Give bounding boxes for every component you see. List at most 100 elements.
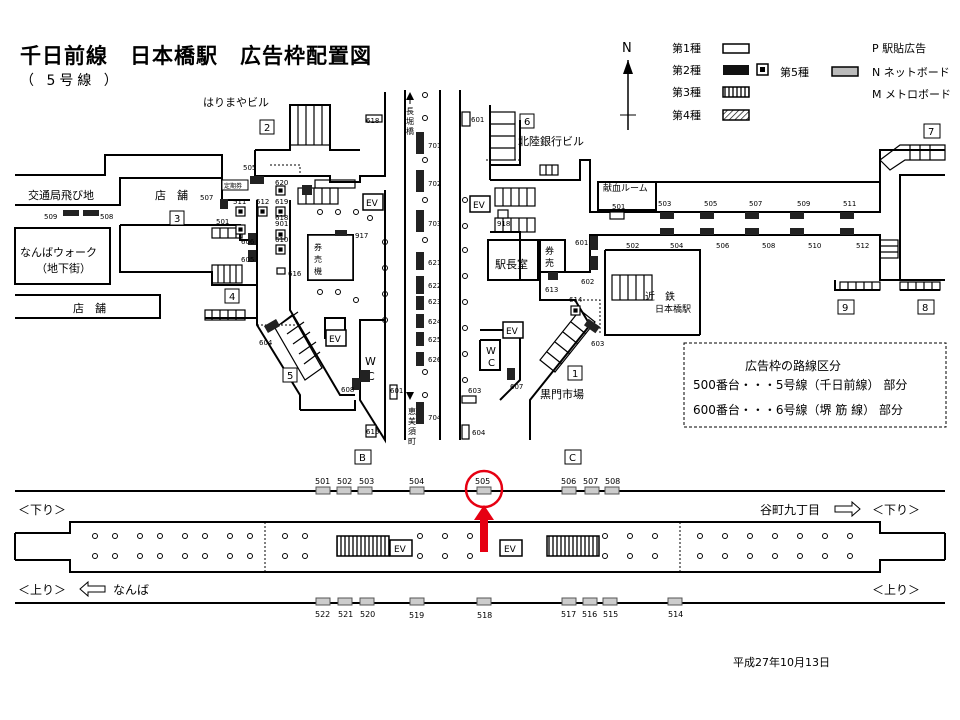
legend-code-n: N ネットボード <box>872 66 950 79</box>
place-harimaya: はりまやビル <box>203 96 269 109</box>
ad-601-right-top: 601 <box>471 116 484 124</box>
legend: N 第1種 第2種 第3種 第4種 第5種 P 駅貼広告 N ネットボード M … <box>620 41 951 130</box>
exit-3: 3 <box>174 214 180 225</box>
platform-ad-508: 508 <box>605 477 620 486</box>
ad-608: 608 <box>341 386 354 394</box>
ad-511: 511 <box>233 198 246 206</box>
platform-ad-515: 515 <box>603 610 618 619</box>
place-kintetsu-1: 近 鉄 <box>645 290 675 303</box>
ad-618-top: 618 <box>366 117 379 125</box>
platform-ad-507: 507 <box>583 477 598 486</box>
ev-label-left-mid: EV <box>329 335 342 345</box>
ad-601-right-mid: 601 <box>575 239 588 247</box>
platform-ad-521: 521 <box>338 610 353 619</box>
svg-text:美: 美 <box>408 416 416 426</box>
type3-swatch-icon <box>722 86 750 98</box>
ev-label-left-top: EV <box>366 199 379 209</box>
arrow-left-icon <box>79 580 106 598</box>
platform-ad-504: 504 <box>409 477 424 486</box>
ad-506-upper: 506 <box>716 242 730 250</box>
exit-b: B <box>359 453 366 464</box>
place-hokuriku: 北陸銀行ビル <box>518 134 584 148</box>
ad-504-upper: 504 <box>670 242 684 250</box>
exit-8: 8 <box>922 303 928 314</box>
type4-swatch-icon <box>722 109 750 121</box>
place-shop-1: 店 舗 <box>155 188 188 202</box>
right-facilities: EV EV W C 券 売 <box>469 195 554 369</box>
ad-508-upper: 508 <box>762 242 775 250</box>
ad-704: 704 <box>428 414 442 422</box>
platform-ad-501: 501 <box>315 477 330 486</box>
legend-code-p: P 駅貼広告 <box>872 41 926 55</box>
legend-type1: 第1種 <box>672 41 701 55</box>
arrow-right-icon <box>834 500 861 518</box>
exit-markers[interactable]: 2 3 4 5 B 6 1 C 7 9 8 <box>169 113 941 465</box>
ad-507-upper: 507 <box>749 200 762 208</box>
ad-616: 616 <box>288 270 302 278</box>
ad-701: 701 <box>428 142 441 150</box>
highlight-marker[interactable] <box>464 469 504 552</box>
place-shop-2: 店 舗 <box>73 301 106 315</box>
svg-text:須: 須 <box>408 427 416 436</box>
platform-bottom-ads[interactable] <box>315 597 683 606</box>
ad-501-left: 501 <box>216 218 229 226</box>
ticket-machine-right-1: 券 <box>545 245 554 257</box>
page-subtitle: （ 5号線 ） <box>20 73 122 89</box>
type2-swatch-icon <box>723 65 749 75</box>
ev-label-right-top: EV <box>473 201 486 211</box>
svg-text:町: 町 <box>408 437 416 446</box>
ad-507: 507 <box>200 194 213 202</box>
legend-type4: 第4種 <box>672 108 701 122</box>
route-box-line-2: 600番台・・・6号線（堺 筋 線） 部分 <box>693 402 903 417</box>
place-namba-walk-sub: （地下街） <box>36 261 91 275</box>
center-column-ads[interactable] <box>416 132 424 424</box>
exit-5: 5 <box>287 371 293 382</box>
wc-left-w: W <box>365 355 376 368</box>
route-legend-box: 広告枠の路線区分 500番台・・・5号線（千日前線） 部分 600番台・・・6号… <box>683 342 947 428</box>
street-top-1: 長 <box>406 107 414 116</box>
svg-text:堀: 堀 <box>406 117 414 126</box>
place-kotsukyoku: 交通局飛び地 <box>28 188 94 202</box>
ad-605: 605 <box>241 256 254 264</box>
exit-2: 2 <box>264 123 270 134</box>
street-bottom-1: 恵 <box>408 406 416 416</box>
platform-ad-517: 517 <box>561 610 576 619</box>
exit-6: 6 <box>524 117 530 128</box>
ad-614: 614 <box>569 296 583 304</box>
left-facilities: EV EV W C 券 売 機 定期券 <box>221 179 384 383</box>
platform-top-ads[interactable] <box>315 486 620 495</box>
ad-610: 610 <box>275 236 288 244</box>
ad-606: 606 <box>241 238 255 246</box>
commuter-pass-label: 定期券 <box>224 182 242 190</box>
direction-up-right: ＜上り＞ <box>872 583 920 597</box>
platform-ad-514: 514 <box>668 610 683 619</box>
ad-508: 508 <box>100 213 113 221</box>
left-ad-panels[interactable] <box>63 176 370 390</box>
ad-501-upper: 501 <box>612 203 625 211</box>
right-concourse <box>459 90 946 440</box>
ad-626: 626 <box>428 356 442 364</box>
page-title: 千日前線 日本橋駅 広告枠配置図 <box>20 44 372 68</box>
direction-down-right: ＜下り＞ <box>872 503 920 517</box>
type5-swatch-icon <box>831 66 859 77</box>
ad-512-upper: 512 <box>856 242 869 250</box>
place-kenketsu: 献血ルーム <box>603 182 648 194</box>
platform-ad-505: 505 <box>475 477 490 486</box>
svg-text:機: 機 <box>314 266 322 276</box>
wc-left-c: C <box>367 370 375 383</box>
north-arrow-head-icon <box>623 60 633 74</box>
ad-510-upper: 510 <box>808 242 821 250</box>
ad-604-right: 604 <box>472 429 486 437</box>
ad-703: 703 <box>428 220 441 228</box>
right-ad-panels[interactable] <box>507 212 854 380</box>
direction-down-left: ＜下り＞ <box>18 503 66 517</box>
exit-4: 4 <box>229 292 235 303</box>
platform-ad-516: 516 <box>582 610 597 619</box>
wc-right-w: W <box>486 346 496 357</box>
type1-swatch-icon <box>722 43 750 54</box>
svg-text:売: 売 <box>545 257 554 269</box>
legend-code-m: M メトロボード <box>872 88 951 101</box>
ad-509: 509 <box>44 213 57 221</box>
route-box-title: 広告枠の路線区分 <box>745 358 841 373</box>
center-street: 長 堀 橋 恵 美 須 町 <box>404 90 441 446</box>
